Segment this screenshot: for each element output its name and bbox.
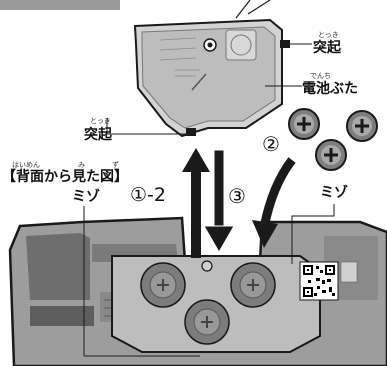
groove-left-label: ミゾ — [72, 189, 100, 205]
battery-1 — [288, 108, 320, 140]
battery-cover-label: 電池ぶた — [302, 81, 358, 97]
back-view-title: 【背面から見た図】 — [2, 169, 128, 185]
protrusion-left-ruby: とっき — [90, 117, 111, 125]
down-arrow-icon — [203, 149, 235, 254]
step-3-label: ③ — [228, 184, 246, 208]
qr-code-icon — [299, 261, 339, 301]
protrusion-left-leader — [106, 118, 188, 135]
groove-right-leader — [291, 204, 335, 264]
step-1-2-label: ①-2 — [130, 184, 166, 206]
cover-recycle-mark — [225, 29, 257, 61]
battery-cover — [133, 18, 290, 138]
protrusion-tab-bottom — [186, 128, 196, 136]
protrusion-left-label: 突起 — [84, 127, 112, 143]
top-leader-line — [235, 0, 251, 19]
battery-3 — [315, 139, 347, 171]
top-bar-fragment — [0, 0, 120, 10]
groove-right-label: ミゾ — [320, 185, 348, 201]
battery-2 — [346, 110, 378, 142]
back-view-ruby-1: はいめん — [12, 161, 40, 169]
up-arrow-icon — [182, 148, 210, 258]
step-2-label: ② — [262, 132, 280, 156]
back-view-ruby-2: み — [78, 161, 85, 169]
top-leader-line-2 — [247, 0, 271, 15]
protrusion-tab-top — [280, 40, 290, 48]
device-back-body — [8, 216, 387, 366]
back-view-ruby-3: ず — [112, 161, 119, 169]
battery-cover-ruby: でんち — [310, 72, 331, 80]
screw-hole — [201, 260, 213, 272]
protrusion-top-ruby: とっき — [318, 31, 339, 39]
curved-arrow-icon — [252, 157, 296, 248]
protrusion-top-label: 突起 — [313, 40, 341, 56]
